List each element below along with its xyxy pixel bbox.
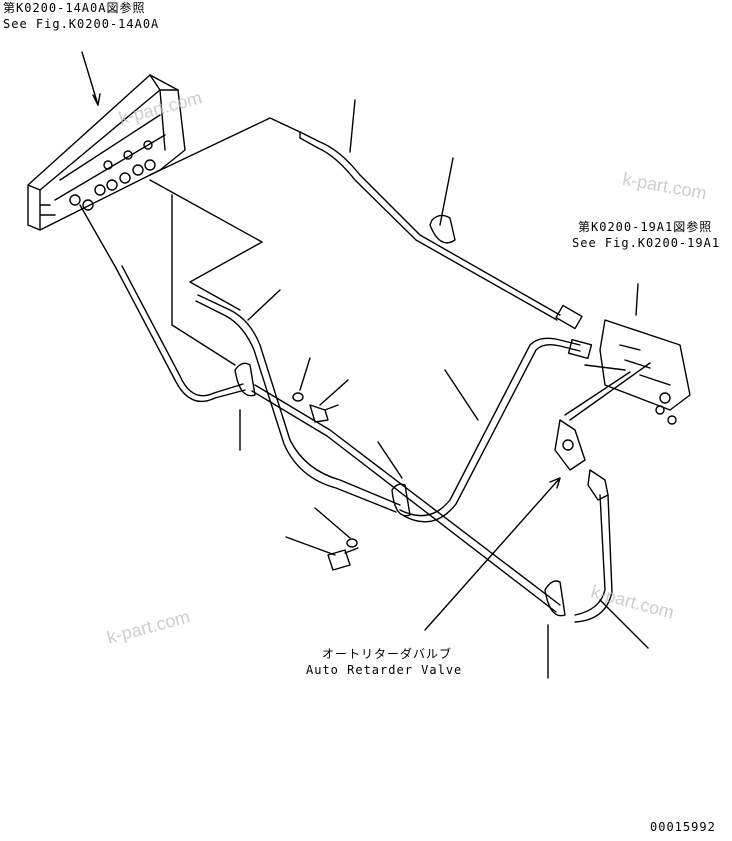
valve-label-en: Auto Retarder Valve [306,663,463,677]
guide-line [171,194,236,366]
bolt-lower [327,538,359,571]
ref-label-jp-top-left: 第K0200-14A0A図参照 [3,1,146,15]
left-clamp [234,362,256,397]
ref-label-en-right: See Fig.K0200-19A1 [572,236,721,250]
leader-top-left [81,51,99,106]
valve-label-jp: オートリターダバルブ [322,647,453,661]
ref-label-jp-right: 第K0200-19A1図参照 [578,220,713,234]
left-pipe [79,204,246,403]
middle-clamp [391,483,411,517]
valve-hose [574,494,613,623]
ref-label-en-top-left: See Fig.K0200-14A0A [3,17,160,31]
upper-clamp [429,214,456,244]
lower-pipe [251,384,561,613]
guide-line [149,179,263,311]
auto-retarder-valve [554,371,631,501]
lower-clamp [544,580,566,617]
guide-line [149,117,301,176]
right-return-pipe [399,337,593,523]
bolt-upper [292,392,339,423]
control-valve-block [27,74,186,231]
upper-tube [299,131,583,330]
middle-pipe [195,294,401,513]
drawing-number: 00015992 [650,820,716,834]
leader-arrowhead [92,93,101,106]
